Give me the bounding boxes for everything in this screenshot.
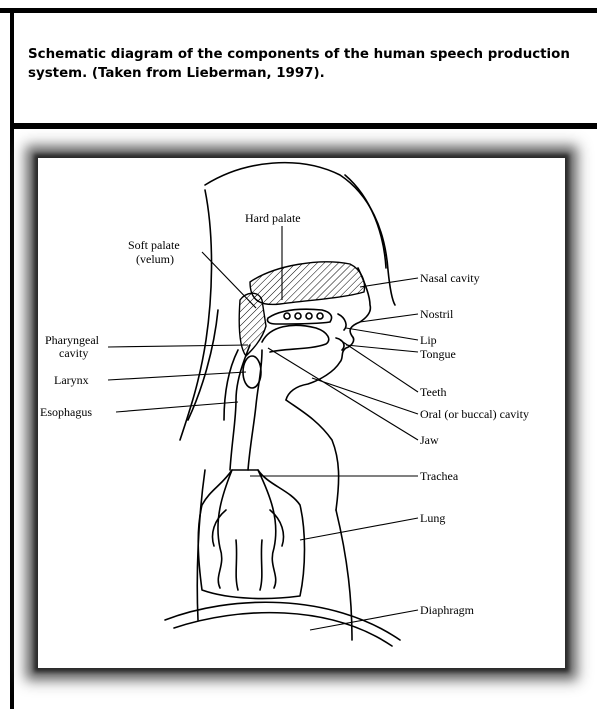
lung-outline: [198, 470, 304, 598]
label-cavity: cavity: [59, 346, 88, 360]
label-trachea: Trachea: [420, 469, 459, 483]
label-velum: (velum): [136, 252, 174, 266]
label-jaw: Jaw: [420, 433, 439, 447]
lips: [336, 314, 346, 350]
neck-front: [286, 400, 339, 510]
tongue-shape: [262, 325, 329, 352]
upper-teeth: [267, 309, 331, 324]
nasal-cavity-region: [250, 262, 364, 305]
label-teeth: Teeth: [420, 385, 446, 399]
label-hard-palate: Hard palate: [245, 211, 301, 225]
label-lung: Lung: [420, 511, 445, 525]
skull-outer: [345, 175, 386, 268]
airway-right: [248, 350, 262, 470]
label-larynx: Larynx: [54, 373, 89, 387]
label-nasal-cavity: Nasal cavity: [420, 271, 480, 285]
pharynx-region: [239, 293, 266, 356]
bronchi-left: [218, 470, 232, 588]
label-diaphragm: Diaphragm: [420, 603, 475, 617]
body-outline: [197, 470, 352, 640]
label-tongue: Tongue: [420, 347, 456, 361]
label-oral-cavity: Oral (or buccal) cavity: [420, 407, 529, 421]
bronchi-right: [258, 470, 276, 588]
label-soft-palate: Soft palate: [128, 238, 180, 252]
label-lip: Lip: [420, 333, 437, 347]
label-esophagus: Esophagus: [40, 405, 92, 419]
label-nostril: Nostril: [420, 307, 454, 321]
label-pharyngeal: Pharyngeal: [45, 333, 100, 347]
diaphragm-curve-2: [174, 613, 392, 646]
